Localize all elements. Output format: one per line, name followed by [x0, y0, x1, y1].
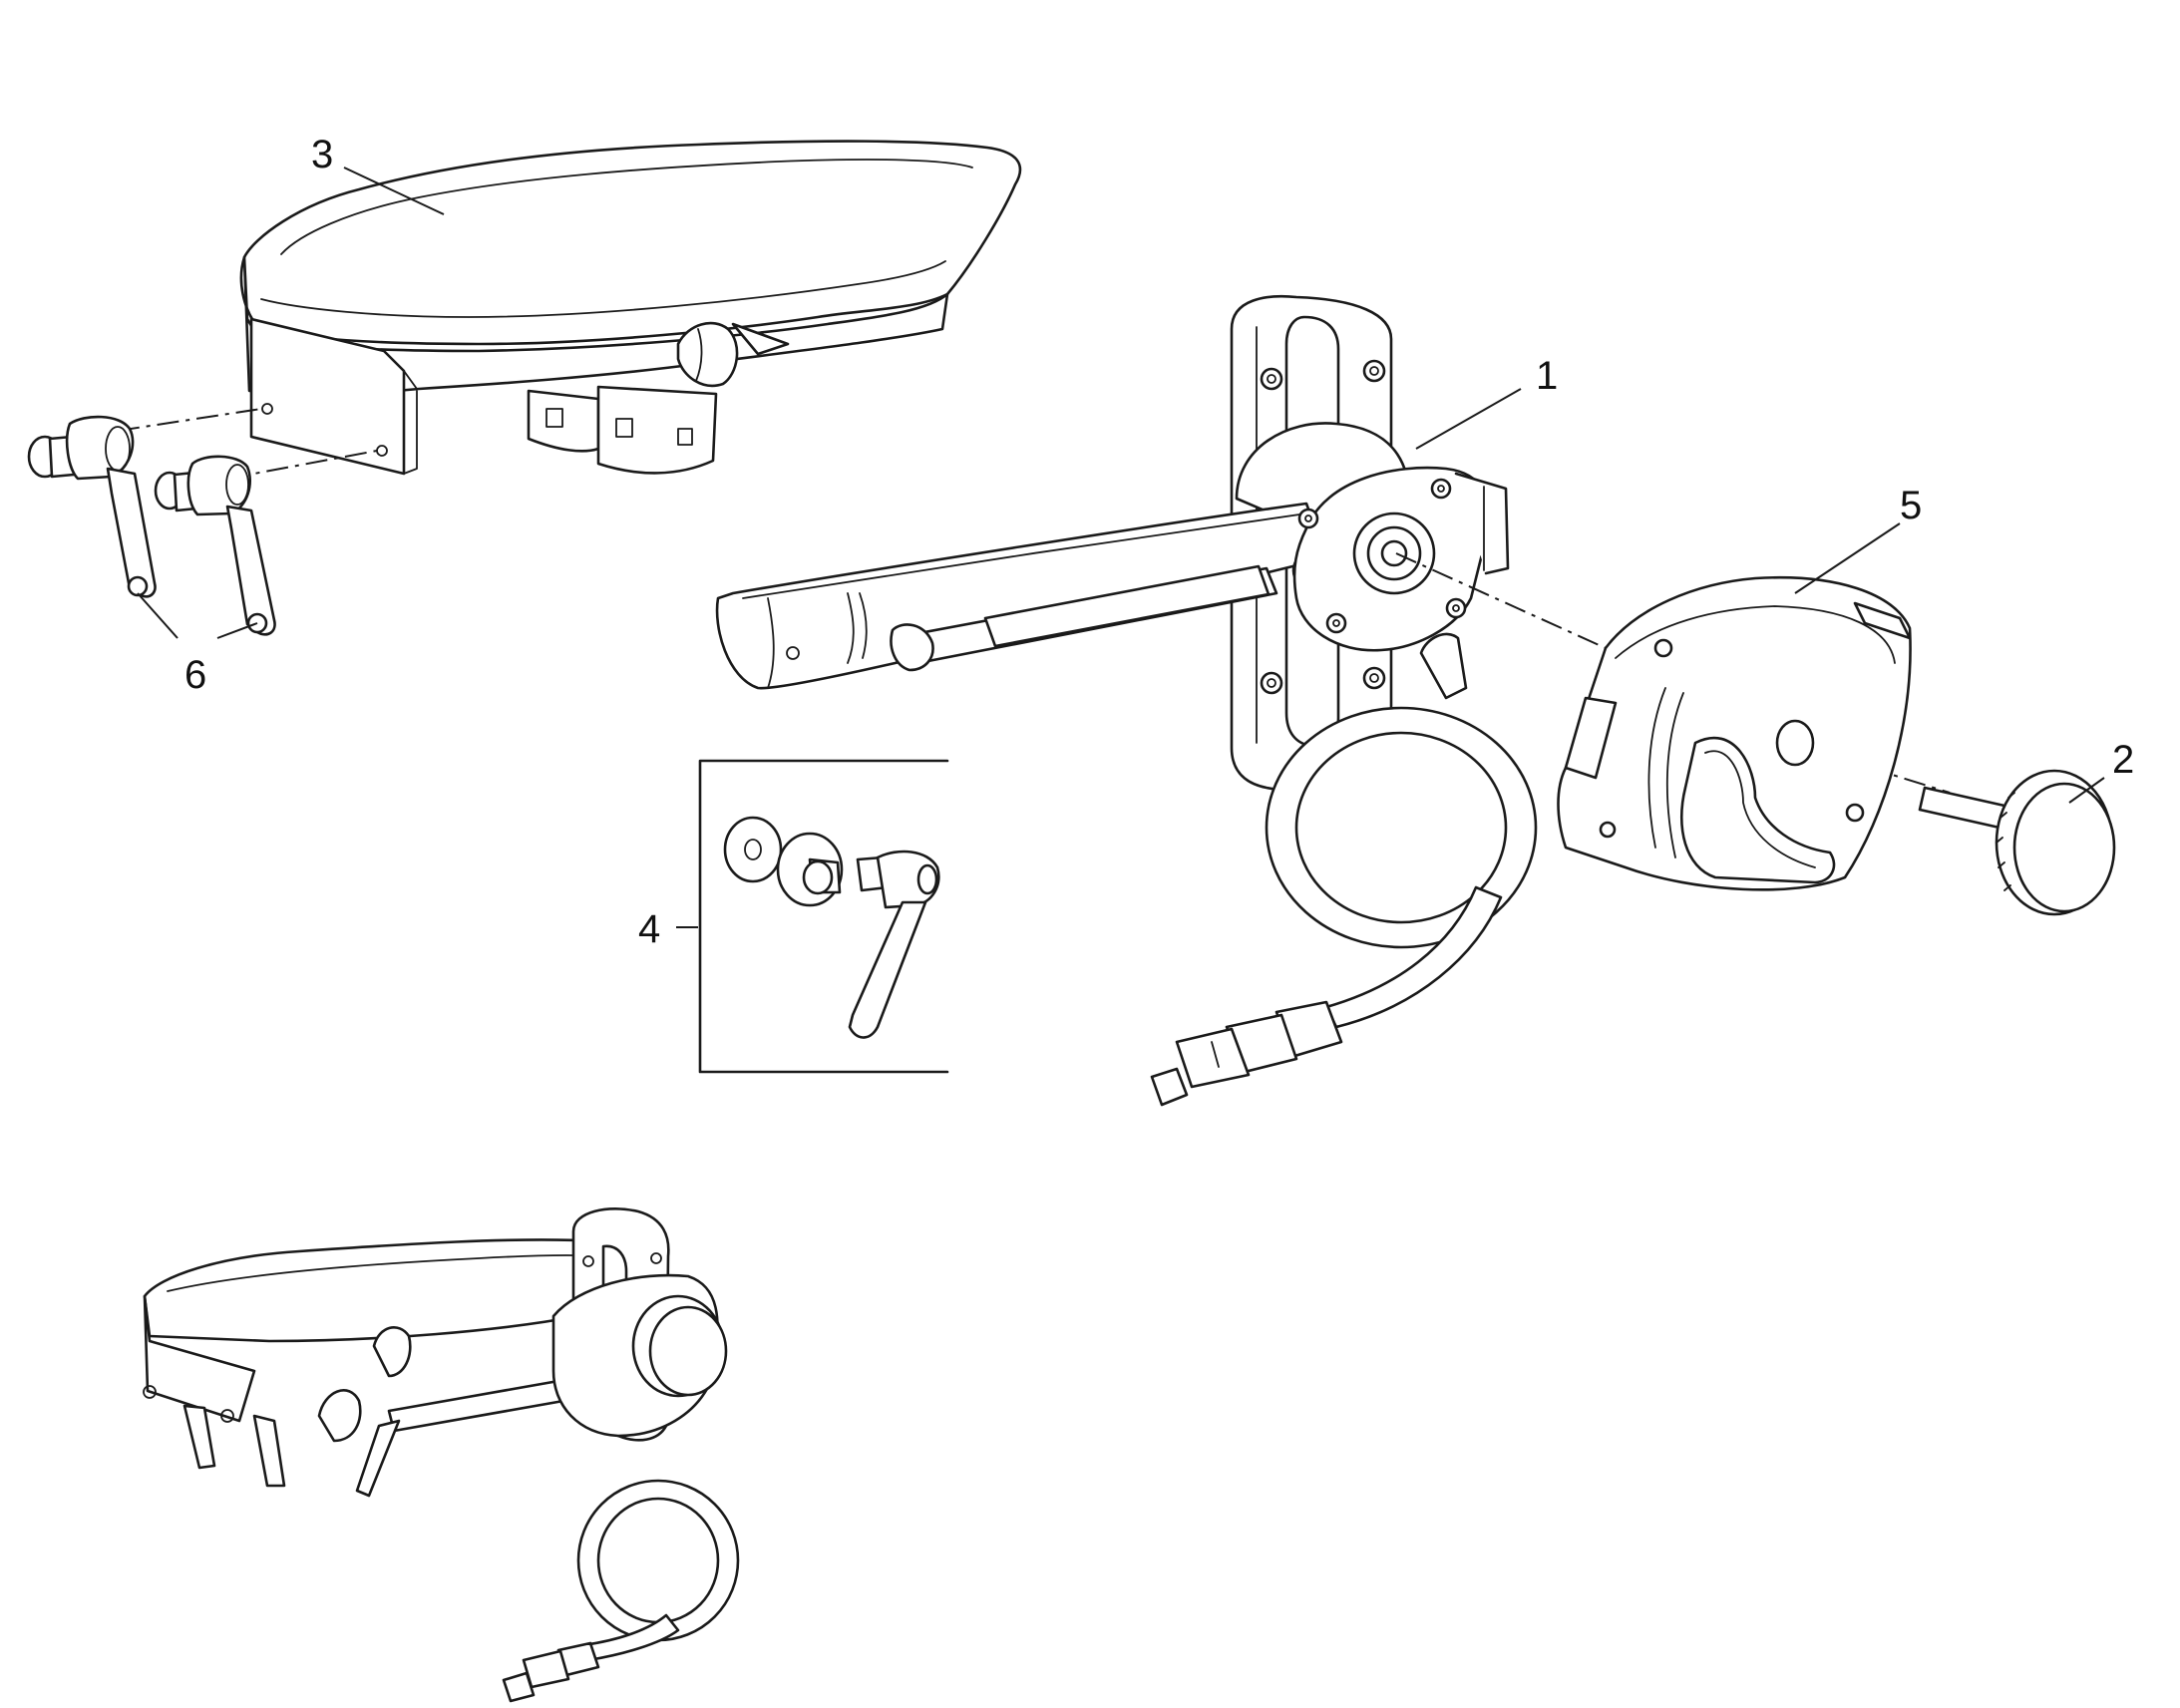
cover-part-5	[1557, 576, 1912, 891]
clamp-lever-part-6	[27, 415, 157, 598]
callout-5: 5	[1794, 484, 1922, 594]
alignment-line	[117, 408, 262, 432]
callout-label-1: 1	[1536, 354, 1558, 398]
callout-4: 4	[638, 907, 698, 951]
alignment-line	[226, 450, 378, 480]
clamp-lever-part-6	[154, 455, 276, 636]
callout-label-5: 5	[1900, 484, 1922, 527]
alignment-line	[1395, 552, 1607, 649]
callout-label-6: 6	[184, 653, 206, 697]
callout-1: 1	[1415, 354, 1558, 450]
knob-part-2	[1918, 769, 2116, 916]
detail-box-part-4	[698, 759, 949, 1074]
callout-3: 3	[311, 133, 445, 215]
callout-label-3: 3	[311, 133, 333, 176]
callout-label-4: 4	[638, 907, 660, 951]
callout-6: 6	[137, 592, 258, 697]
callout-2: 2	[2068, 738, 2134, 804]
callout-label-2: 2	[2112, 738, 2134, 782]
arm-pad-part-3	[239, 140, 1022, 476]
assembled-view	[143, 1207, 740, 1703]
swing-arm-part-1	[715, 294, 1538, 1107]
